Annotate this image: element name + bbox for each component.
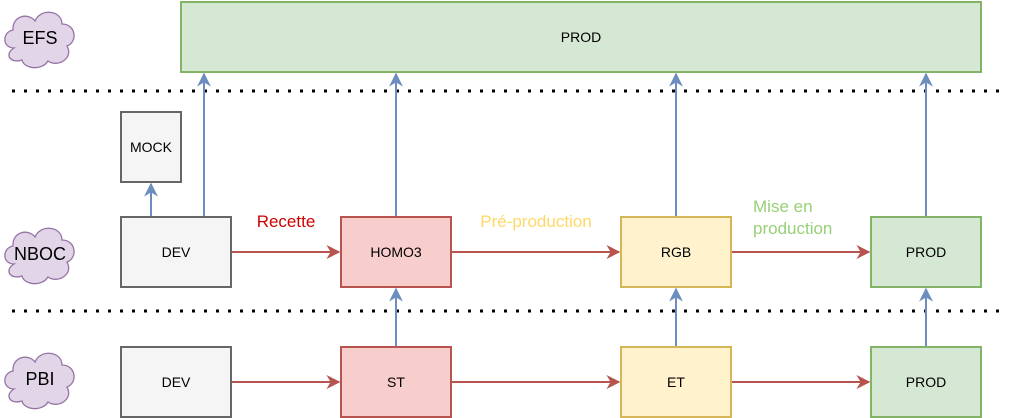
box-rgb-label: RGB [661,244,691,260]
box-et-label: ET [667,374,685,390]
lane-label-nboc: NBOC [14,244,66,264]
box-efs-prod-label: PROD [561,29,601,45]
cloud-pbi: PBI [4,352,75,410]
lane-label-efs: EFS [22,28,57,48]
box-pbi-dev-label: DEV [162,374,191,390]
edge-label-recette: Recette [257,212,316,231]
box-pbi-prod-label: PROD [906,374,946,390]
box-st[interactable]: ST [340,346,452,418]
edge-label-production: production [753,219,832,238]
lane-label-pbi: PBI [25,369,54,389]
box-pbi-dev[interactable]: DEV [120,346,232,418]
box-nboc-prod-label: PROD [906,244,946,260]
edge-label-preproduction: Pré-production [480,212,592,231]
box-efs-prod[interactable]: PROD [180,1,982,73]
box-nboc-dev-label: DEV [162,244,191,260]
box-rgb[interactable]: RGB [620,216,732,288]
box-st-label: ST [387,374,405,390]
box-et[interactable]: ET [620,346,732,418]
cloud-nboc: NBOC [4,227,75,285]
box-nboc-prod[interactable]: PROD [870,216,982,288]
box-homo3-label: HOMO3 [370,244,422,260]
box-mock[interactable]: MOCK [120,111,182,183]
box-homo3[interactable]: HOMO3 [340,216,452,288]
box-mock-label: MOCK [130,139,173,155]
box-pbi-prod[interactable]: PROD [870,346,982,418]
cloud-efs: EFS [4,11,75,69]
edge-label-mise-en: Mise en [753,197,813,216]
box-nboc-dev[interactable]: DEV [120,216,232,288]
